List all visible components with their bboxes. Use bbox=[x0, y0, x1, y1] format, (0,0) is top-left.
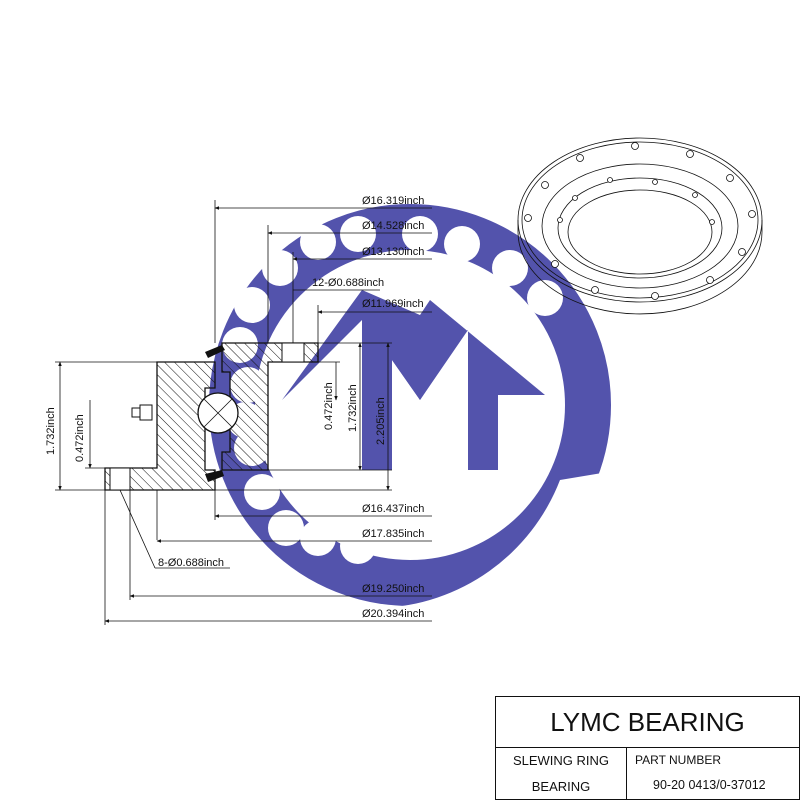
dim-holes-top: 12-Ø0.688inch bbox=[312, 277, 384, 289]
dim-d4: Ø11.969inch bbox=[362, 298, 424, 310]
part-number-value: 90-20 0413/0-37012 bbox=[653, 778, 766, 792]
title-block-company: LYMC BEARING bbox=[495, 696, 800, 748]
dim-d2: Ø14.528inch bbox=[362, 220, 424, 232]
dim-d6: Ø17.835inch bbox=[362, 528, 424, 540]
dim-h-inner-total: 1.732inch bbox=[347, 384, 359, 432]
dim-h-overall: 2.205inch bbox=[375, 397, 387, 445]
dim-d1: Ø16.319inch bbox=[362, 195, 424, 207]
dimension-lines bbox=[55, 200, 432, 625]
dim-d8: Ø20.394inch bbox=[362, 608, 424, 620]
dim-d3: Ø13.130inch bbox=[362, 246, 424, 258]
product-line-2: BEARING bbox=[531, 779, 591, 794]
dim-h-inner-flange: 0.472inch bbox=[323, 382, 335, 430]
title-block-product: SLEWING RING BEARING bbox=[495, 747, 627, 800]
watermark-logo bbox=[209, 204, 620, 640]
company-name: LYMC BEARING bbox=[550, 706, 745, 737]
product-line-1: SLEWING RING bbox=[512, 753, 610, 768]
bearing-cross-section bbox=[104, 342, 319, 491]
dim-d7: Ø19.250inch bbox=[362, 583, 424, 595]
dimension-labels: Ø16.319inch Ø14.528inch Ø13.130inch 12-Ø… bbox=[45, 195, 424, 620]
dim-h-left-flange: 0.472inch bbox=[74, 414, 86, 462]
dim-h-left-total: 1.732inch bbox=[45, 407, 57, 455]
title-block-part: PART NUMBER 90-20 0413/0-37012 bbox=[626, 747, 800, 800]
dim-holes-bottom: 8-Ø0.688inch bbox=[158, 557, 224, 569]
ring-3d-view bbox=[517, 137, 763, 315]
dim-d5: Ø16.437inch bbox=[362, 503, 424, 515]
part-number-label: PART NUMBER bbox=[635, 753, 722, 767]
